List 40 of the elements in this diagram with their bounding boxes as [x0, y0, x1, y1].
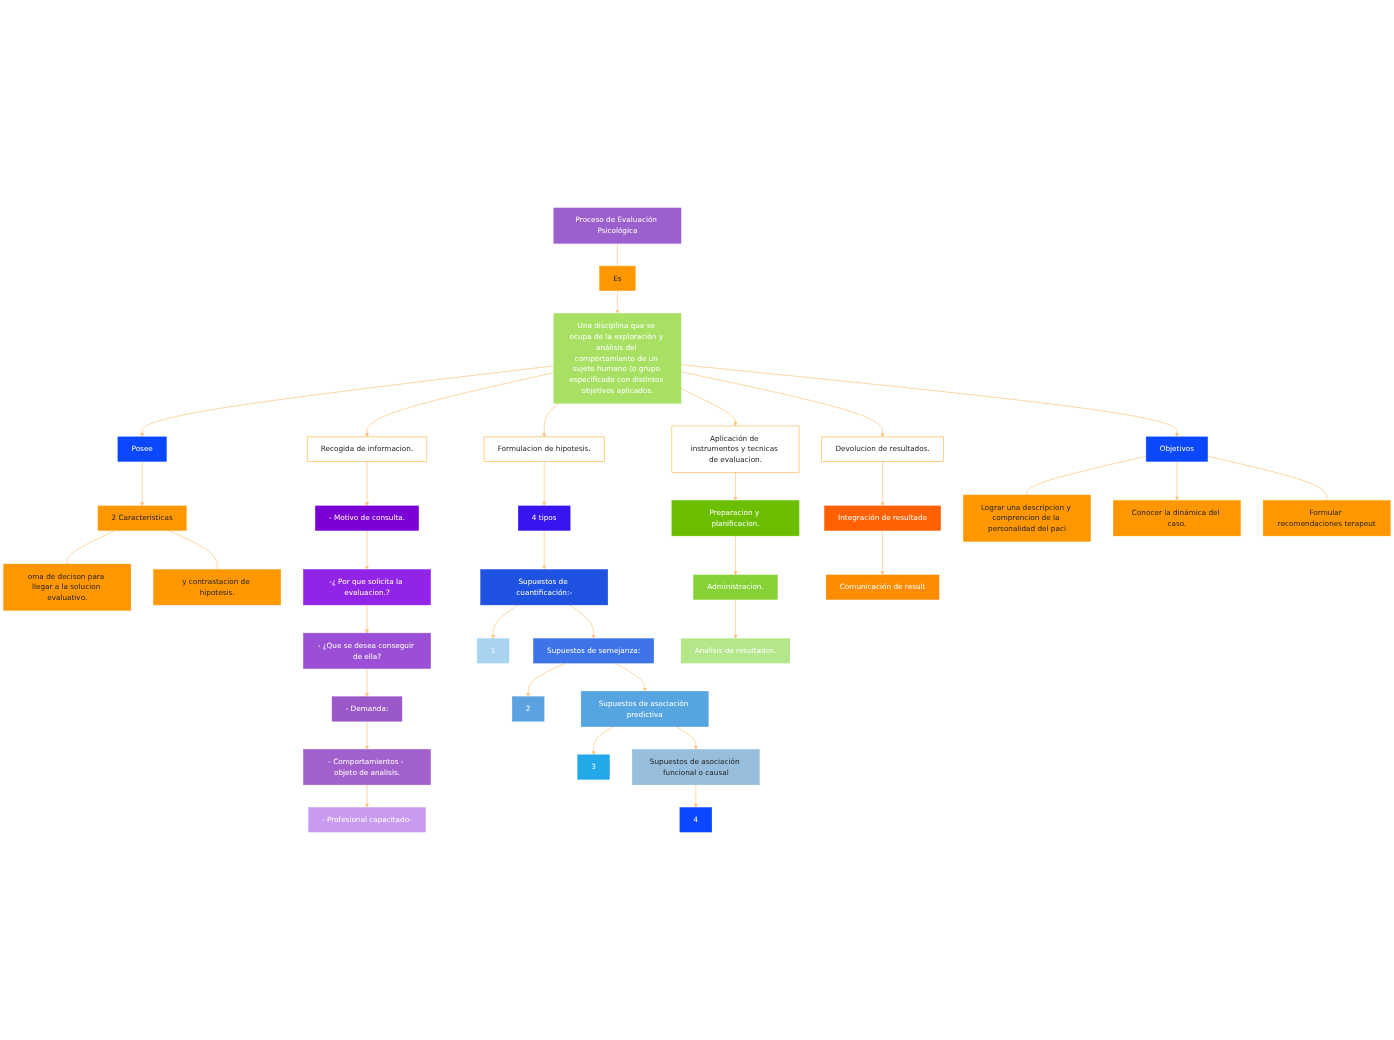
connector — [168, 530, 218, 570]
node-box — [553, 207, 682, 244]
node-box — [533, 638, 654, 664]
node-box — [825, 574, 940, 600]
node-box — [963, 494, 1091, 542]
node-box — [480, 569, 608, 606]
node-box — [97, 505, 187, 531]
node-box — [3, 563, 132, 611]
node-box — [553, 313, 682, 404]
connector — [617, 243, 618, 267]
node-box — [331, 696, 403, 722]
node-box — [580, 691, 709, 727]
node-box — [671, 500, 800, 537]
node-box — [1113, 500, 1241, 537]
node-box — [1262, 500, 1391, 537]
node-box — [476, 638, 510, 664]
node-box — [671, 425, 800, 473]
node-box — [306, 436, 428, 462]
node-box — [512, 696, 545, 722]
node-box — [599, 265, 636, 291]
connector — [1026, 455, 1147, 496]
node-box — [308, 807, 426, 833]
node-box — [303, 749, 431, 786]
connector — [66, 530, 116, 565]
node-box — [303, 632, 431, 669]
node-box — [483, 436, 605, 462]
node-box — [117, 436, 167, 462]
node-box — [518, 505, 571, 531]
node-box — [1145, 436, 1208, 462]
node-box — [680, 638, 791, 664]
node-box — [315, 505, 419, 531]
node-box — [303, 569, 431, 606]
node-box — [577, 754, 610, 780]
node-box — [632, 749, 760, 786]
node-box — [693, 574, 778, 600]
node-box — [679, 807, 712, 833]
node-box — [824, 505, 941, 531]
node-box — [821, 436, 944, 462]
node-box — [153, 569, 281, 606]
connector — [1207, 455, 1328, 501]
